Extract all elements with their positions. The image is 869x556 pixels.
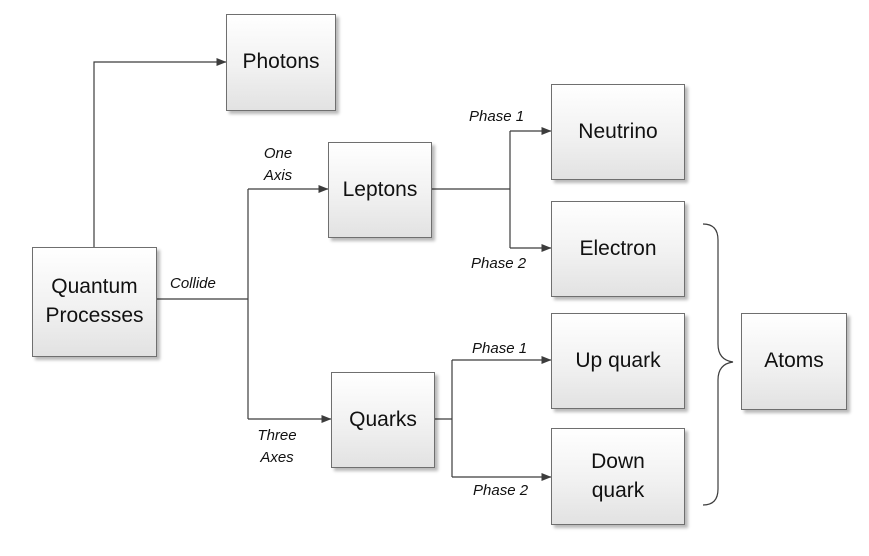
atoms-curly-brace <box>702 223 734 506</box>
edge-label-quarks-phase-2: Phase 2 <box>473 482 529 499</box>
node-quarks: Quarks <box>331 372 435 468</box>
node-neutrino-label: Neutrino <box>578 119 658 143</box>
edge-label-leptons-phase-2: Phase 2 <box>471 255 527 272</box>
node-up-quark: Up quark <box>551 313 685 409</box>
node-neutrino: Neutrino <box>551 84 685 180</box>
arrow-to-photons <box>93 58 227 247</box>
edge-label-one-axis: One Axis <box>263 145 293 184</box>
node-photons: Photons <box>226 14 336 111</box>
node-down-quark: Down quark <box>551 428 685 525</box>
node-leptons-label: Leptons <box>342 177 418 201</box>
node-quantum-processes-label: Quantum Processes <box>45 275 144 327</box>
edge-label-quarks-phase-1: Phase 1 <box>472 340 528 357</box>
edge-label-three-axes: Three Axes <box>257 427 297 466</box>
node-leptons: Leptons <box>328 142 432 238</box>
node-atoms: Atoms <box>741 313 847 410</box>
node-down-quark-label: Down quark <box>591 449 645 502</box>
node-up-quark-label: Up quark <box>575 348 661 372</box>
node-electron-label: Electron <box>579 236 657 260</box>
node-quantum-processes: Quantum Processes <box>32 247 157 357</box>
edge-label-leptons-phase-1: Phase 1 <box>469 108 525 125</box>
node-photons-label: Photons <box>242 50 320 74</box>
node-quarks-label: Quarks <box>349 407 417 431</box>
node-atoms-label: Atoms <box>764 349 824 373</box>
edge-label-collide: Collide <box>170 275 216 292</box>
node-electron: Electron <box>551 201 685 297</box>
